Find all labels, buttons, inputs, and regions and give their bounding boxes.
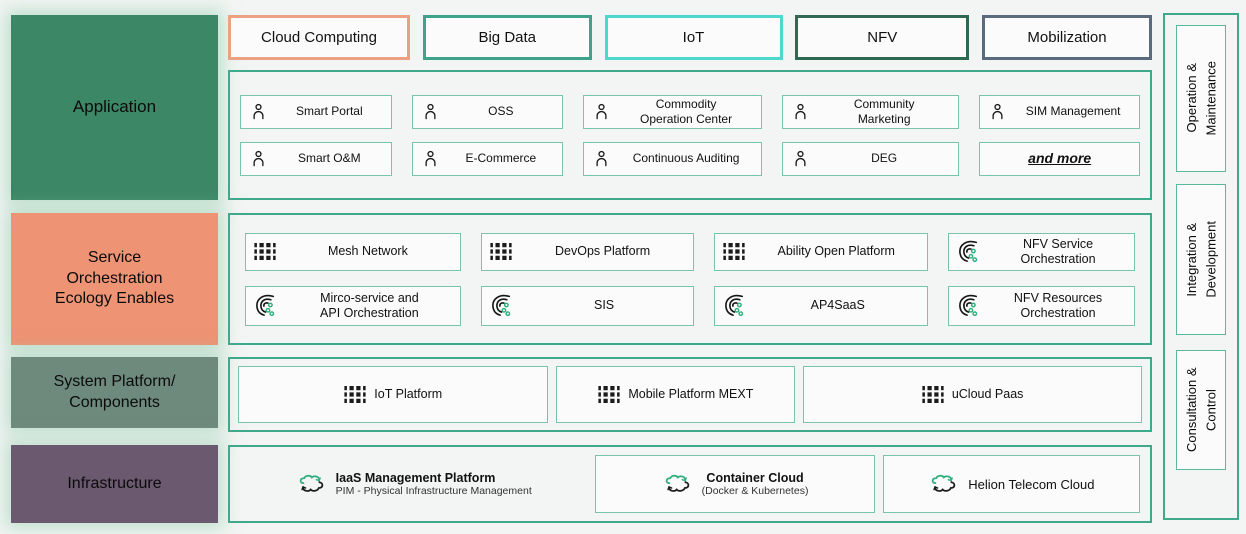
grid-icon bbox=[254, 243, 276, 260]
app-item-e-commerce: E-Commerce bbox=[411, 141, 564, 176]
flow-icon bbox=[723, 293, 748, 318]
app-item-oss: OSS bbox=[411, 94, 564, 129]
infra-item-helion-telecom-cloud: Helion Telecom Cloud bbox=[882, 455, 1140, 513]
user-icon bbox=[249, 148, 268, 169]
user-icon bbox=[592, 148, 611, 169]
app-item-continuous-auditing: Continuous Auditing bbox=[583, 141, 762, 176]
category-row: Cloud Computing Big Data IoT NFV Mobiliz… bbox=[228, 15, 1152, 60]
system-platform-container: IoT Platform Mobile Platform MEXT uCloud… bbox=[228, 357, 1152, 432]
infrastructure-container: IaaS Management Platform PIM - Physical … bbox=[228, 445, 1152, 523]
orch-item-mesh-network: Mesh Network bbox=[245, 232, 461, 271]
infra-item-iaas-management-platform: IaaS Management Platform PIM - Physical … bbox=[240, 455, 587, 513]
orch-item-nfv-resources-orchestration: NFV Resources Orchestration bbox=[948, 285, 1135, 326]
app-item-community-marketing: Community Marketing bbox=[781, 94, 960, 129]
grid-icon bbox=[598, 386, 620, 403]
app-item-sim-management: SIM Management bbox=[979, 94, 1140, 129]
user-icon bbox=[592, 101, 611, 122]
right-item-consultation-control: Consultation & Control bbox=[1176, 350, 1226, 470]
app-item-and-more: and more bbox=[979, 141, 1140, 176]
user-icon bbox=[791, 101, 810, 122]
left-block-system-platform: System Platform/ Components bbox=[11, 357, 218, 428]
user-icon bbox=[988, 101, 1007, 122]
orch-item-sis: SIS bbox=[480, 285, 695, 326]
grid-icon bbox=[344, 386, 366, 403]
category-iot: IoT bbox=[604, 15, 783, 60]
grid-icon bbox=[723, 243, 745, 260]
flow-icon bbox=[957, 293, 982, 318]
app-item-smart-portal: Smart Portal bbox=[240, 94, 392, 129]
user-icon bbox=[421, 148, 440, 169]
right-item-operation-maintenance: Operation & Maintenance bbox=[1176, 25, 1226, 172]
app-item-deg: DEG bbox=[781, 141, 960, 176]
orch-item-devops-platform: DevOps Platform bbox=[480, 232, 695, 271]
left-block-application: Application bbox=[11, 15, 218, 200]
user-icon bbox=[421, 101, 440, 122]
platform-item-mobile-platform-mext: Mobile Platform MEXT bbox=[556, 366, 796, 423]
flow-icon bbox=[957, 239, 982, 264]
right-column: Operation & Maintenance Integration & De… bbox=[1163, 13, 1239, 520]
left-block-infrastructure: Infrastructure bbox=[11, 445, 218, 523]
infra-item-container-cloud: Container Cloud (Docker & Kubernetes) bbox=[595, 455, 875, 513]
platform-item-ucloud-paas: uCloud Paas bbox=[803, 366, 1142, 423]
orch-item-micro-service-api-orchestration: Mirco-service and API Orchestration bbox=[245, 285, 461, 326]
grid-icon bbox=[922, 386, 944, 403]
category-big-data: Big Data bbox=[422, 15, 592, 60]
platform-item-iot-platform: IoT Platform bbox=[238, 366, 549, 423]
orch-item-ability-open-platform: Ability Open Platform bbox=[714, 232, 929, 271]
orch-item-ap4saas: AP4SaaS bbox=[714, 285, 929, 326]
orch-item-nfv-service-orchestration: NFV Service Orchestration bbox=[948, 232, 1135, 271]
category-cloud-computing: Cloud Computing bbox=[228, 15, 410, 60]
category-mobilization: Mobilization bbox=[982, 15, 1152, 60]
right-item-integration-development: Integration & Development bbox=[1176, 184, 1226, 335]
cloud-sync-icon bbox=[296, 473, 326, 496]
user-icon bbox=[791, 148, 810, 169]
grid-icon bbox=[490, 243, 512, 260]
app-item-smart-oandm: Smart O&M bbox=[240, 141, 392, 176]
app-item-commodity-operation-center: Commodity Operation Center bbox=[583, 94, 762, 129]
cloud-sync-icon bbox=[928, 473, 958, 496]
service-orchestration-container: Mesh Network DevOps Platform Ability Ope… bbox=[228, 213, 1152, 345]
user-icon bbox=[249, 101, 268, 122]
application-container: Smart Portal OSS Commodity Operation Cen… bbox=[228, 70, 1152, 200]
flow-icon bbox=[254, 293, 279, 318]
left-block-service-orchestration: Service Orchestration Ecology Enables bbox=[11, 213, 218, 345]
category-nfv: NFV bbox=[795, 15, 970, 60]
cloud-sync-icon bbox=[662, 473, 692, 496]
flow-icon bbox=[490, 293, 515, 318]
